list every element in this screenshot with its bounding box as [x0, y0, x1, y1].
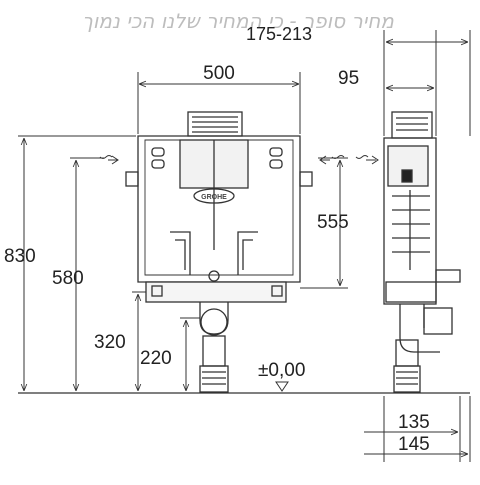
dim-500-label: 500 [203, 63, 235, 84]
dim-135-label: 135 [398, 412, 430, 433]
dim-145-label: 145 [398, 434, 430, 455]
grohe-logo-icon [193, 188, 235, 204]
dim-580-label: 580 [52, 268, 84, 289]
side-frame-outline [383, 137, 437, 305]
watermark-text: מחיר סופר - כי המחיר שלנו הכי נמוך [82, 9, 394, 33]
grohe-logo-text: GROHE [201, 194, 227, 201]
dim-220-label: 220 [140, 348, 172, 369]
dim-95-label: 95 [338, 68, 359, 89]
dim-555-label: 555 [317, 212, 349, 233]
front-frame-outline [137, 135, 301, 283]
dim-175-213-label: 175-213 [246, 24, 312, 44]
base-plate [145, 281, 287, 303]
front-view [99, 111, 345, 393]
front-dimension-lines [18, 72, 348, 392]
dim-320-label: 320 [94, 332, 126, 353]
dim-830-label: 830 [4, 246, 36, 267]
side-dimension-lines [364, 30, 471, 462]
zero-level-label: ±0,00 [258, 360, 305, 381]
side-view [355, 111, 461, 393]
